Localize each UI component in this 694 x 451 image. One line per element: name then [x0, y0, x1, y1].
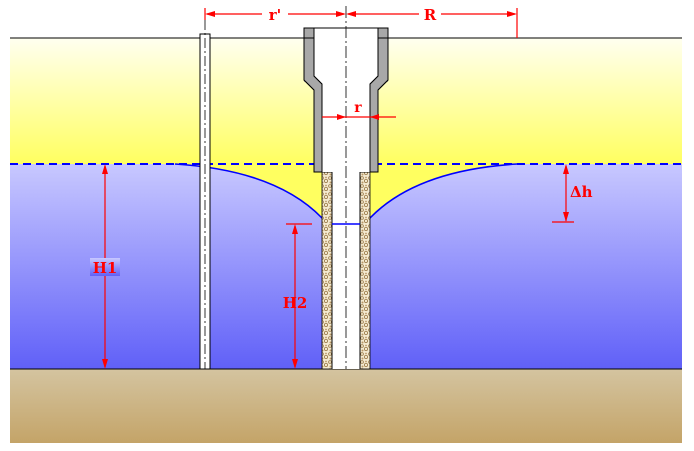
H1-label-bg: [90, 258, 120, 276]
casing-left-shoulder: [304, 76, 322, 172]
impermeable-base: [10, 369, 682, 443]
casing-right-wall: [378, 38, 388, 82]
H2-dimension: [286, 223, 312, 369]
r-prime-label: r': [269, 6, 282, 24]
gravel-pack-right: [359, 171, 371, 370]
r-prime-label-bg: [262, 5, 288, 23]
delta-h-dimension: [552, 164, 574, 223]
well-bore-outline: [313, 27, 379, 369]
H1-label: H1: [93, 259, 118, 277]
r-label: r: [354, 100, 362, 116]
r-dimension: [322, 114, 396, 120]
H2-label: H2: [283, 294, 308, 312]
well-bore: [314, 28, 378, 369]
R-label-bg: [419, 5, 441, 23]
casing-left-wall: [304, 38, 314, 82]
R-label: R: [424, 6, 437, 24]
delta-h-label: Δh: [570, 183, 593, 201]
gravel-pack-left: [321, 171, 333, 370]
casing-right-shoulder: [370, 76, 388, 172]
